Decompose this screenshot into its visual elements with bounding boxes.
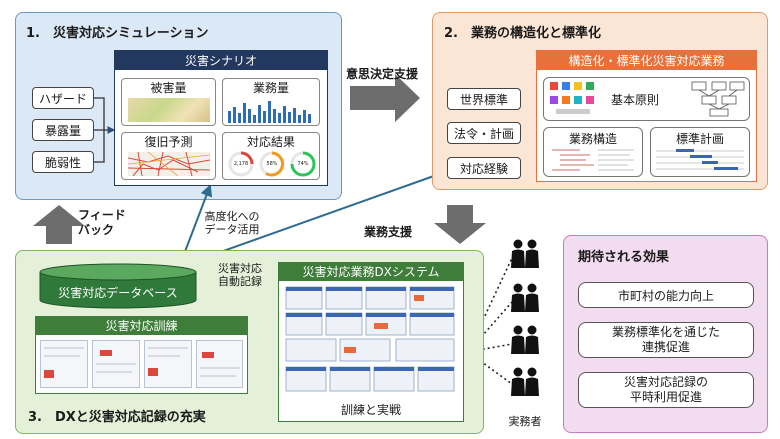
damage-label: 被害量 — [150, 81, 187, 95]
result-label: 対応結果 — [246, 135, 295, 149]
law-plan-box: 法令・計画 — [447, 122, 521, 144]
business-support-label: 業務支援 — [364, 225, 413, 239]
gauge-value-3: 74% — [297, 161, 309, 167]
feedback-label: フィード バック — [78, 208, 126, 237]
dx-system-screens — [285, 286, 455, 392]
simulation-title: 1. 災害対応シミュレーション — [26, 26, 209, 41]
training-thumb-details — [44, 347, 240, 378]
hazard-box: ハザード — [32, 87, 94, 109]
vulnerability-box: 脆弱性 — [32, 151, 94, 173]
plan-gantt — [656, 149, 744, 170]
workload-label: 業務量 — [252, 81, 289, 95]
structure-diagram — [552, 149, 634, 171]
exposure-box: 暴露量 — [32, 119, 94, 141]
gauge-value-1: 2,178 — [233, 161, 249, 167]
result-card — [222, 132, 320, 180]
world-standard-box: 世界標準 — [447, 88, 521, 110]
structuring-title: 2. 業務の構造化と標準化 — [444, 26, 601, 41]
principle-label: 基本原則 — [610, 93, 659, 107]
dx-system-header: 災害対応業務DXシステム — [278, 262, 464, 281]
training-thumb-4 — [196, 340, 243, 388]
dx-system-caption: 訓練と実戦 — [340, 403, 401, 417]
scenario-header: 災害シナリオ — [114, 50, 328, 70]
auto-record-label: 災害対応 自動記録 — [218, 262, 262, 288]
standardized-header: 構造化・標準化災害対応業務 — [536, 50, 757, 70]
effect-item-1: 市町村の能力向上 — [578, 282, 754, 308]
effects-title: 期待される効果 — [578, 250, 670, 265]
principle-diagram — [691, 81, 745, 117]
effect-item-2: 業務標準化を通じた 連携促進 — [578, 322, 754, 358]
principle-icons — [550, 82, 594, 114]
plan-card — [650, 127, 750, 177]
database-cylinder — [39, 263, 197, 309]
result-gauges — [228, 151, 316, 177]
plan-label: 標準計画 — [675, 132, 724, 146]
structure-label: 業務構造 — [568, 132, 617, 146]
practitioner-icons — [511, 239, 539, 396]
workload-bars — [228, 101, 311, 123]
experience-box: 対応経験 — [447, 157, 521, 179]
gauge-value-2: 58% — [266, 161, 278, 167]
damage-map — [128, 98, 210, 122]
data-use-label: 高度化への データ活用 — [204, 210, 260, 236]
structure-card — [543, 127, 643, 177]
practitioner-label: 実務者 — [508, 415, 542, 428]
dx-title: 3. DXと災害対応記録の充実 — [28, 410, 206, 425]
recovery-label: 復旧予測 — [144, 135, 193, 149]
effect-item-3: 災害対応記録の 平時利用促進 — [578, 372, 754, 408]
decision-support-label: 意思決定支援 — [346, 67, 419, 81]
training-header: 災害対応訓練 — [35, 316, 248, 335]
database-label: 災害対応データベース — [58, 286, 178, 300]
recovery-map — [128, 152, 210, 176]
